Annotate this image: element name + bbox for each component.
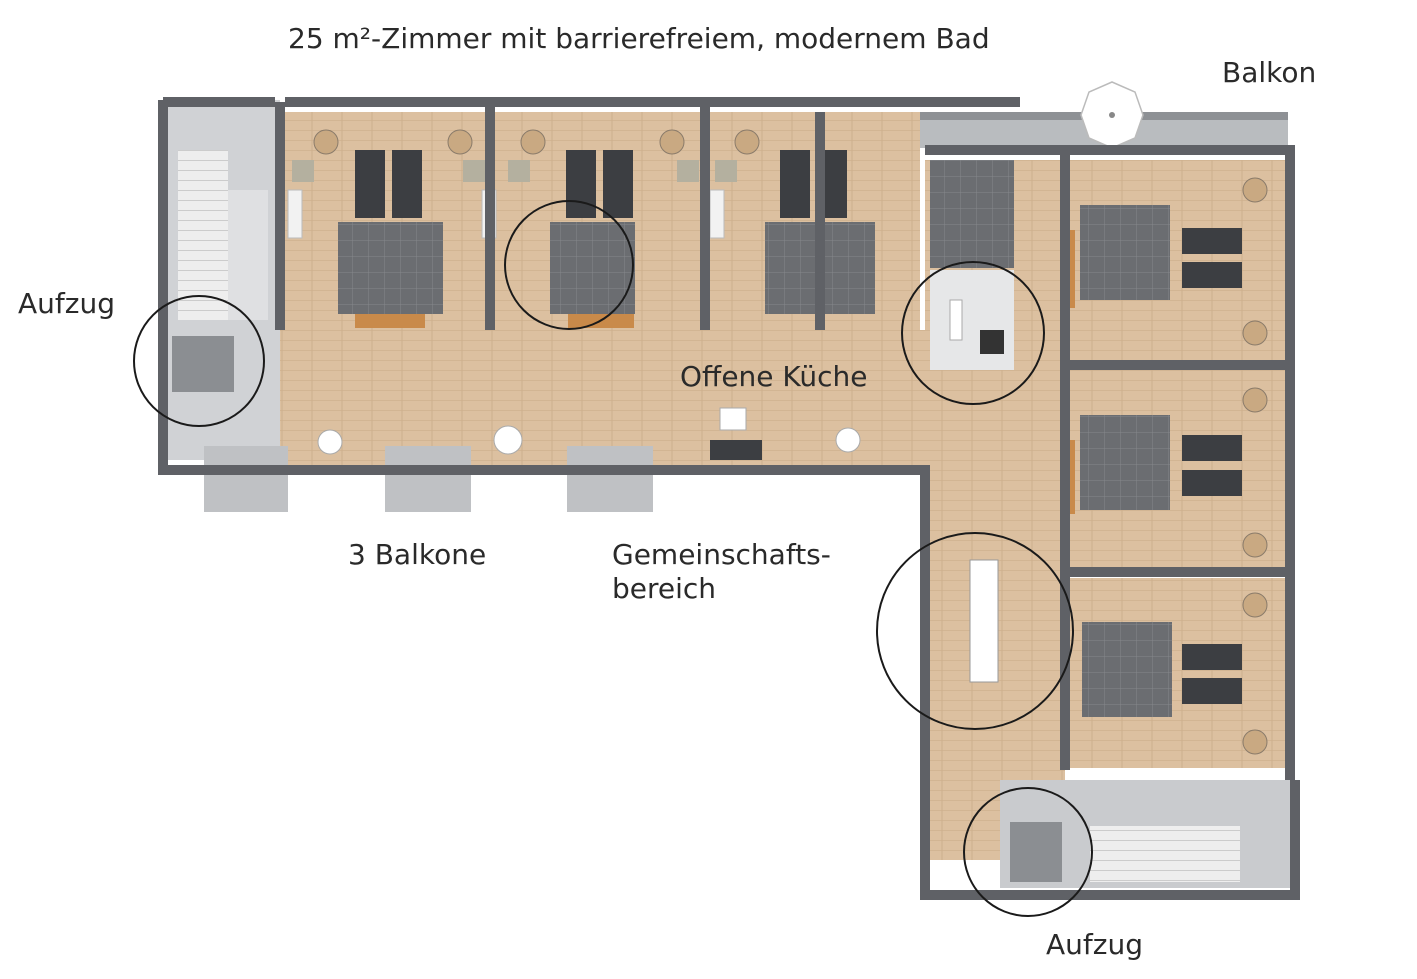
parasol-icon: [1080, 81, 1144, 149]
label-gemeinschaft-line2: bereich: [612, 572, 717, 605]
label-balkon: Balkon: [1222, 56, 1317, 89]
label-gemeinschaftsbereich: Gemeinschafts- bereich: [612, 538, 831, 606]
elevator-left: [172, 336, 234, 392]
walls: [158, 97, 1300, 900]
wc-block: [930, 160, 1014, 268]
elevator-bottom: [1010, 822, 1062, 882]
dining-table: [969, 559, 999, 683]
label-offene-kueche: Offene Küche: [680, 360, 868, 393]
label-aufzug-left: Aufzug: [18, 287, 115, 320]
bottom-balconies: [204, 446, 653, 512]
kitchen: [930, 270, 1014, 370]
highlight-circles: [133, 200, 1093, 917]
label-3-balkone: 3 Balkone: [348, 538, 487, 571]
plan-title: 25 m²-Zimmer mit barrierefreiem, moderne…: [288, 22, 990, 55]
label-aufzug-bottom: Aufzug: [1046, 928, 1143, 961]
label-gemeinschaft-line1: Gemeinschafts-: [612, 538, 831, 571]
right-rooms: [1063, 160, 1285, 768]
